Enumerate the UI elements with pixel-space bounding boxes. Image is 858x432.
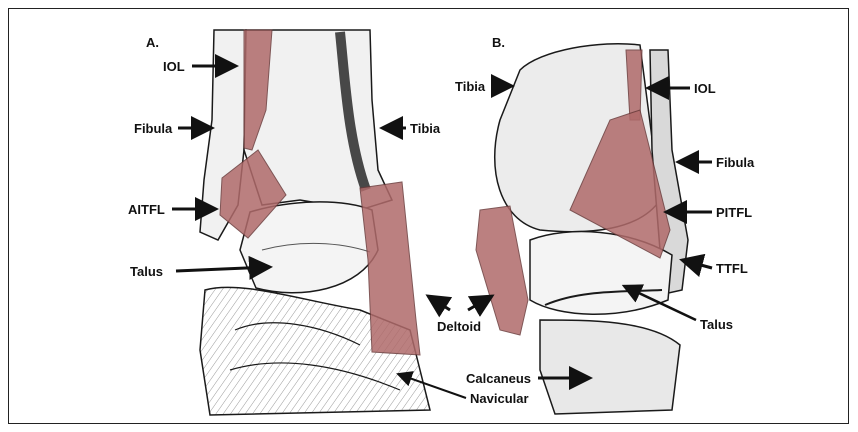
label-b-fibula: Fibula	[716, 156, 754, 169]
label-a-tibia: Tibia	[410, 122, 440, 135]
panel-b-letter: B.	[492, 36, 505, 49]
arrow-deltoid-right	[468, 296, 492, 310]
label-calcaneus: Calcaneus	[466, 372, 531, 385]
label-navicular: Navicular	[470, 392, 529, 405]
label-a-iol: IOL	[163, 60, 185, 73]
label-b-tibia: Tibia	[455, 80, 485, 93]
label-a-talus: Talus	[130, 265, 163, 278]
label-b-pitfl: PITFL	[716, 206, 752, 219]
label-a-aitfl: AITFL	[128, 203, 165, 216]
arrow-deltoid-left	[428, 296, 450, 310]
label-b-iol: IOL	[694, 82, 716, 95]
panel-b-calcaneus-bone	[540, 320, 680, 414]
label-a-fibula: Fibula	[134, 122, 172, 135]
panel-a-anterior-view	[172, 30, 466, 415]
label-b-talus: Talus	[700, 318, 733, 331]
panel-b-deltoid-ligament	[476, 206, 528, 335]
label-deltoid: Deltoid	[437, 320, 481, 333]
panel-a-letter: A.	[146, 36, 159, 49]
arrow-b-ttfl	[682, 260, 712, 268]
panel-b-posterior-view	[468, 44, 712, 414]
label-b-ttfl: TTFL	[716, 262, 748, 275]
